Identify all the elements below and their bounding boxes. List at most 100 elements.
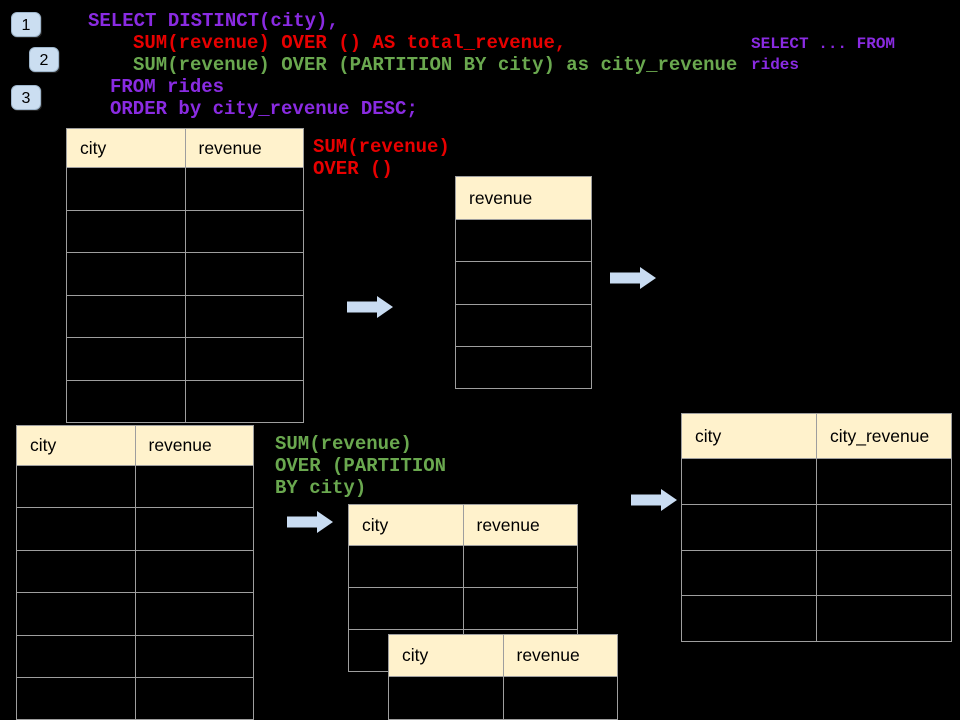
table-cell [17, 635, 136, 677]
column-header: city_revenue [830, 425, 930, 446]
table-cell [456, 220, 591, 261]
table-cell [456, 262, 591, 303]
table-cell [464, 546, 578, 587]
annotation-line: OVER (PARTITION [275, 455, 447, 477]
table-row [67, 379, 303, 422]
table-cell [17, 593, 136, 635]
sql-line-from: FROM rides [110, 76, 225, 98]
table-cell [17, 677, 136, 720]
table-header-row: city revenue [67, 129, 303, 167]
table-row [456, 261, 591, 303]
table-cell [67, 338, 186, 380]
table-cell [504, 677, 618, 719]
table-cell [349, 546, 464, 587]
table-cell [17, 466, 136, 508]
table-cell [389, 677, 504, 719]
table-cell [186, 296, 304, 338]
column-header: city [389, 635, 504, 676]
table-cell [136, 636, 254, 677]
annotation-line: OVER () [313, 158, 393, 180]
column-header: revenue [148, 435, 212, 455]
table-row [682, 549, 951, 596]
table-cell [67, 253, 186, 295]
table-cell [186, 338, 304, 380]
flow-arrow-icon [631, 489, 677, 511]
table-header-row: city revenue [349, 505, 577, 545]
column-header: revenue [198, 137, 262, 158]
table-row [17, 676, 254, 720]
table-row [682, 595, 951, 642]
side-note-line-2: rides [751, 56, 800, 74]
table-row [349, 545, 577, 587]
table-row [682, 458, 951, 504]
table-cell [817, 505, 951, 550]
table-row [456, 219, 591, 261]
table-row [67, 337, 303, 380]
step-badge-3: 3 [11, 85, 41, 110]
table-cell [186, 168, 304, 210]
annotation-sum-over-all: SUM(revenue)OVER () [313, 136, 450, 180]
annotation-line: SUM(revenue) [275, 433, 412, 455]
table-cell [682, 459, 817, 504]
annotation-line: BY city) [275, 477, 367, 499]
table-cell [682, 504, 817, 550]
sql-line-city-revenue: SUM(revenue) OVER (PARTITION BY city) as… [133, 54, 738, 76]
table-row [17, 549, 254, 593]
column-header: revenue [516, 645, 580, 665]
table-cell [682, 596, 817, 642]
table-source-rides-top: city revenue [66, 128, 304, 423]
table-cell [682, 550, 817, 596]
table-row [17, 465, 254, 508]
table-cell [67, 210, 186, 252]
table-cell [186, 211, 304, 253]
table-row [17, 592, 253, 635]
table-cell [67, 295, 186, 337]
column-header: city [349, 505, 464, 545]
flow-arrow-icon [287, 511, 333, 533]
table-row [349, 587, 577, 629]
flow-arrow-icon [347, 296, 393, 318]
table-header-row: revenue [456, 177, 591, 219]
table-cell [136, 551, 254, 592]
step-badge-1: 1 [11, 12, 41, 37]
table-cell [67, 380, 186, 422]
column-header: city [67, 129, 186, 167]
table-cell [136, 466, 254, 507]
table-cell [817, 596, 951, 641]
table-cell [349, 588, 464, 629]
table-header-row: city revenue [17, 426, 253, 465]
table-header-row: city city_revenue [682, 414, 951, 458]
table-row [456, 345, 591, 388]
table-row [389, 676, 617, 719]
table-row [456, 303, 591, 346]
side-note-select-from-rides: SELECT ... FROM rides [751, 34, 895, 76]
table-cell [464, 588, 578, 629]
table-header-row: city revenue [389, 635, 617, 676]
table-cell [17, 508, 136, 550]
table-row [67, 209, 304, 253]
table-total-revenue-window: revenue [455, 176, 592, 390]
table-cell [136, 678, 254, 719]
table-row [682, 503, 951, 550]
table-cell [456, 347, 591, 388]
table-row [17, 634, 254, 677]
column-header: city [17, 426, 136, 465]
table-cell [817, 551, 951, 596]
table-cell [17, 550, 136, 593]
table-cell [456, 305, 591, 346]
sql-line-select: SELECT DISTINCT(city), [88, 10, 339, 32]
side-note-line-1: SELECT ... FROM [751, 35, 896, 53]
column-header: revenue [476, 514, 540, 535]
annotation-line: SUM(revenue) [313, 136, 450, 158]
table-source-rides-bottom: city revenue [16, 425, 254, 720]
table-cell [817, 459, 951, 504]
table-row [67, 167, 303, 210]
column-header: city [682, 414, 817, 458]
table-row [17, 507, 253, 550]
sql-line-total-revenue: SUM(revenue) OVER () AS total_revenue, [133, 32, 567, 54]
sql-line-order-by: ORDER by city_revenue DESC; [110, 98, 418, 120]
table-row [67, 252, 303, 295]
table-cell [67, 168, 186, 210]
